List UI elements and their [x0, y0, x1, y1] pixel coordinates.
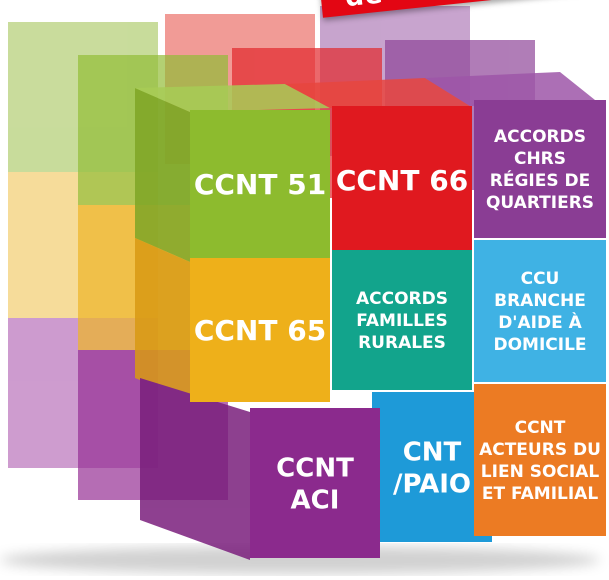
block-label: BRANCHE	[494, 291, 586, 311]
block-label: D'AIDE À	[498, 311, 582, 333]
block-label: CCNT 66	[336, 164, 468, 197]
block-face	[332, 250, 472, 390]
block-ccnt-66: CCNT 66	[332, 106, 472, 254]
block-label: RURALES	[358, 333, 446, 353]
block-label: CCNT	[276, 453, 354, 483]
block-label: CCNT	[515, 418, 566, 438]
block-face	[474, 384, 606, 536]
block-face	[250, 408, 380, 558]
block-label: LIEN SOCIAL	[481, 462, 600, 482]
block-label: ACCORDS	[494, 127, 586, 147]
block-label: ACCORDS	[356, 289, 448, 309]
block-label: FAMILLES	[356, 311, 448, 331]
side-faces	[135, 72, 600, 560]
block-face	[190, 110, 330, 258]
block-ccnt-65: CCNT 65	[190, 258, 330, 402]
banner-text: de	[344, 0, 385, 13]
block-label: CCU	[521, 269, 560, 289]
block-ccnt-paio: CNT/PAIO	[372, 392, 492, 542]
block-face	[190, 258, 330, 402]
block-label: CNT	[403, 437, 462, 467]
block-face	[474, 240, 606, 382]
block-label: ET FAMILIAL	[482, 484, 599, 504]
block-face	[372, 392, 492, 542]
block-face	[332, 106, 472, 254]
block-label: CCNT 65	[194, 314, 326, 347]
block-label: /PAIO	[393, 469, 471, 499]
block-label: ACTEURS DU	[479, 440, 601, 460]
block-ccnt-51: CCNT 51	[190, 110, 330, 258]
block-label: RÉGIES DE	[490, 169, 590, 191]
block-label: ACI	[291, 485, 340, 515]
block-label: CCNT 51	[194, 168, 326, 201]
block-label: CHRS	[514, 149, 566, 169]
block-label: DOMICILE	[493, 335, 586, 355]
block-label: QUARTIERS	[486, 193, 594, 213]
block-face	[474, 100, 606, 238]
